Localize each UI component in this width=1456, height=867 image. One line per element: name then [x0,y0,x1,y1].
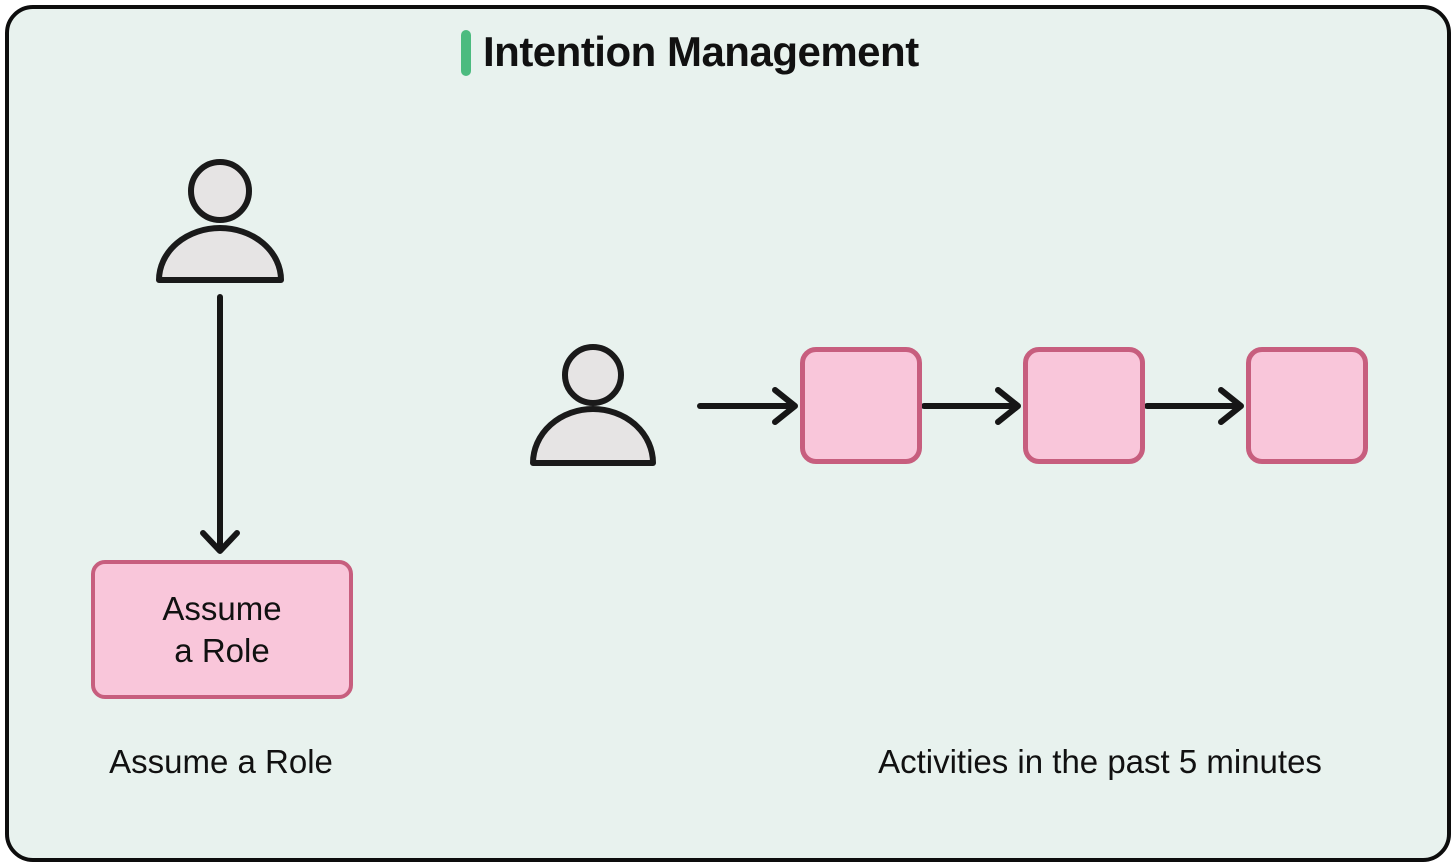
role-node: Assume a Role [91,560,353,699]
title-accent-bar [461,30,471,76]
person-icon [156,159,284,283]
activity-box [1246,347,1368,464]
activity-box [800,347,922,464]
left-flow-caption: Assume a Role [109,743,333,780]
right-flow-caption: Activities in the past 5 minutes [878,743,1322,780]
diagram-card [5,5,1451,862]
page-title: Intention Management [483,28,919,75]
role-node-label-line2: a Role [174,631,270,669]
role-node-label-line1: Assume [162,589,282,627]
person-icon [530,344,656,466]
activity-box [1023,347,1145,464]
